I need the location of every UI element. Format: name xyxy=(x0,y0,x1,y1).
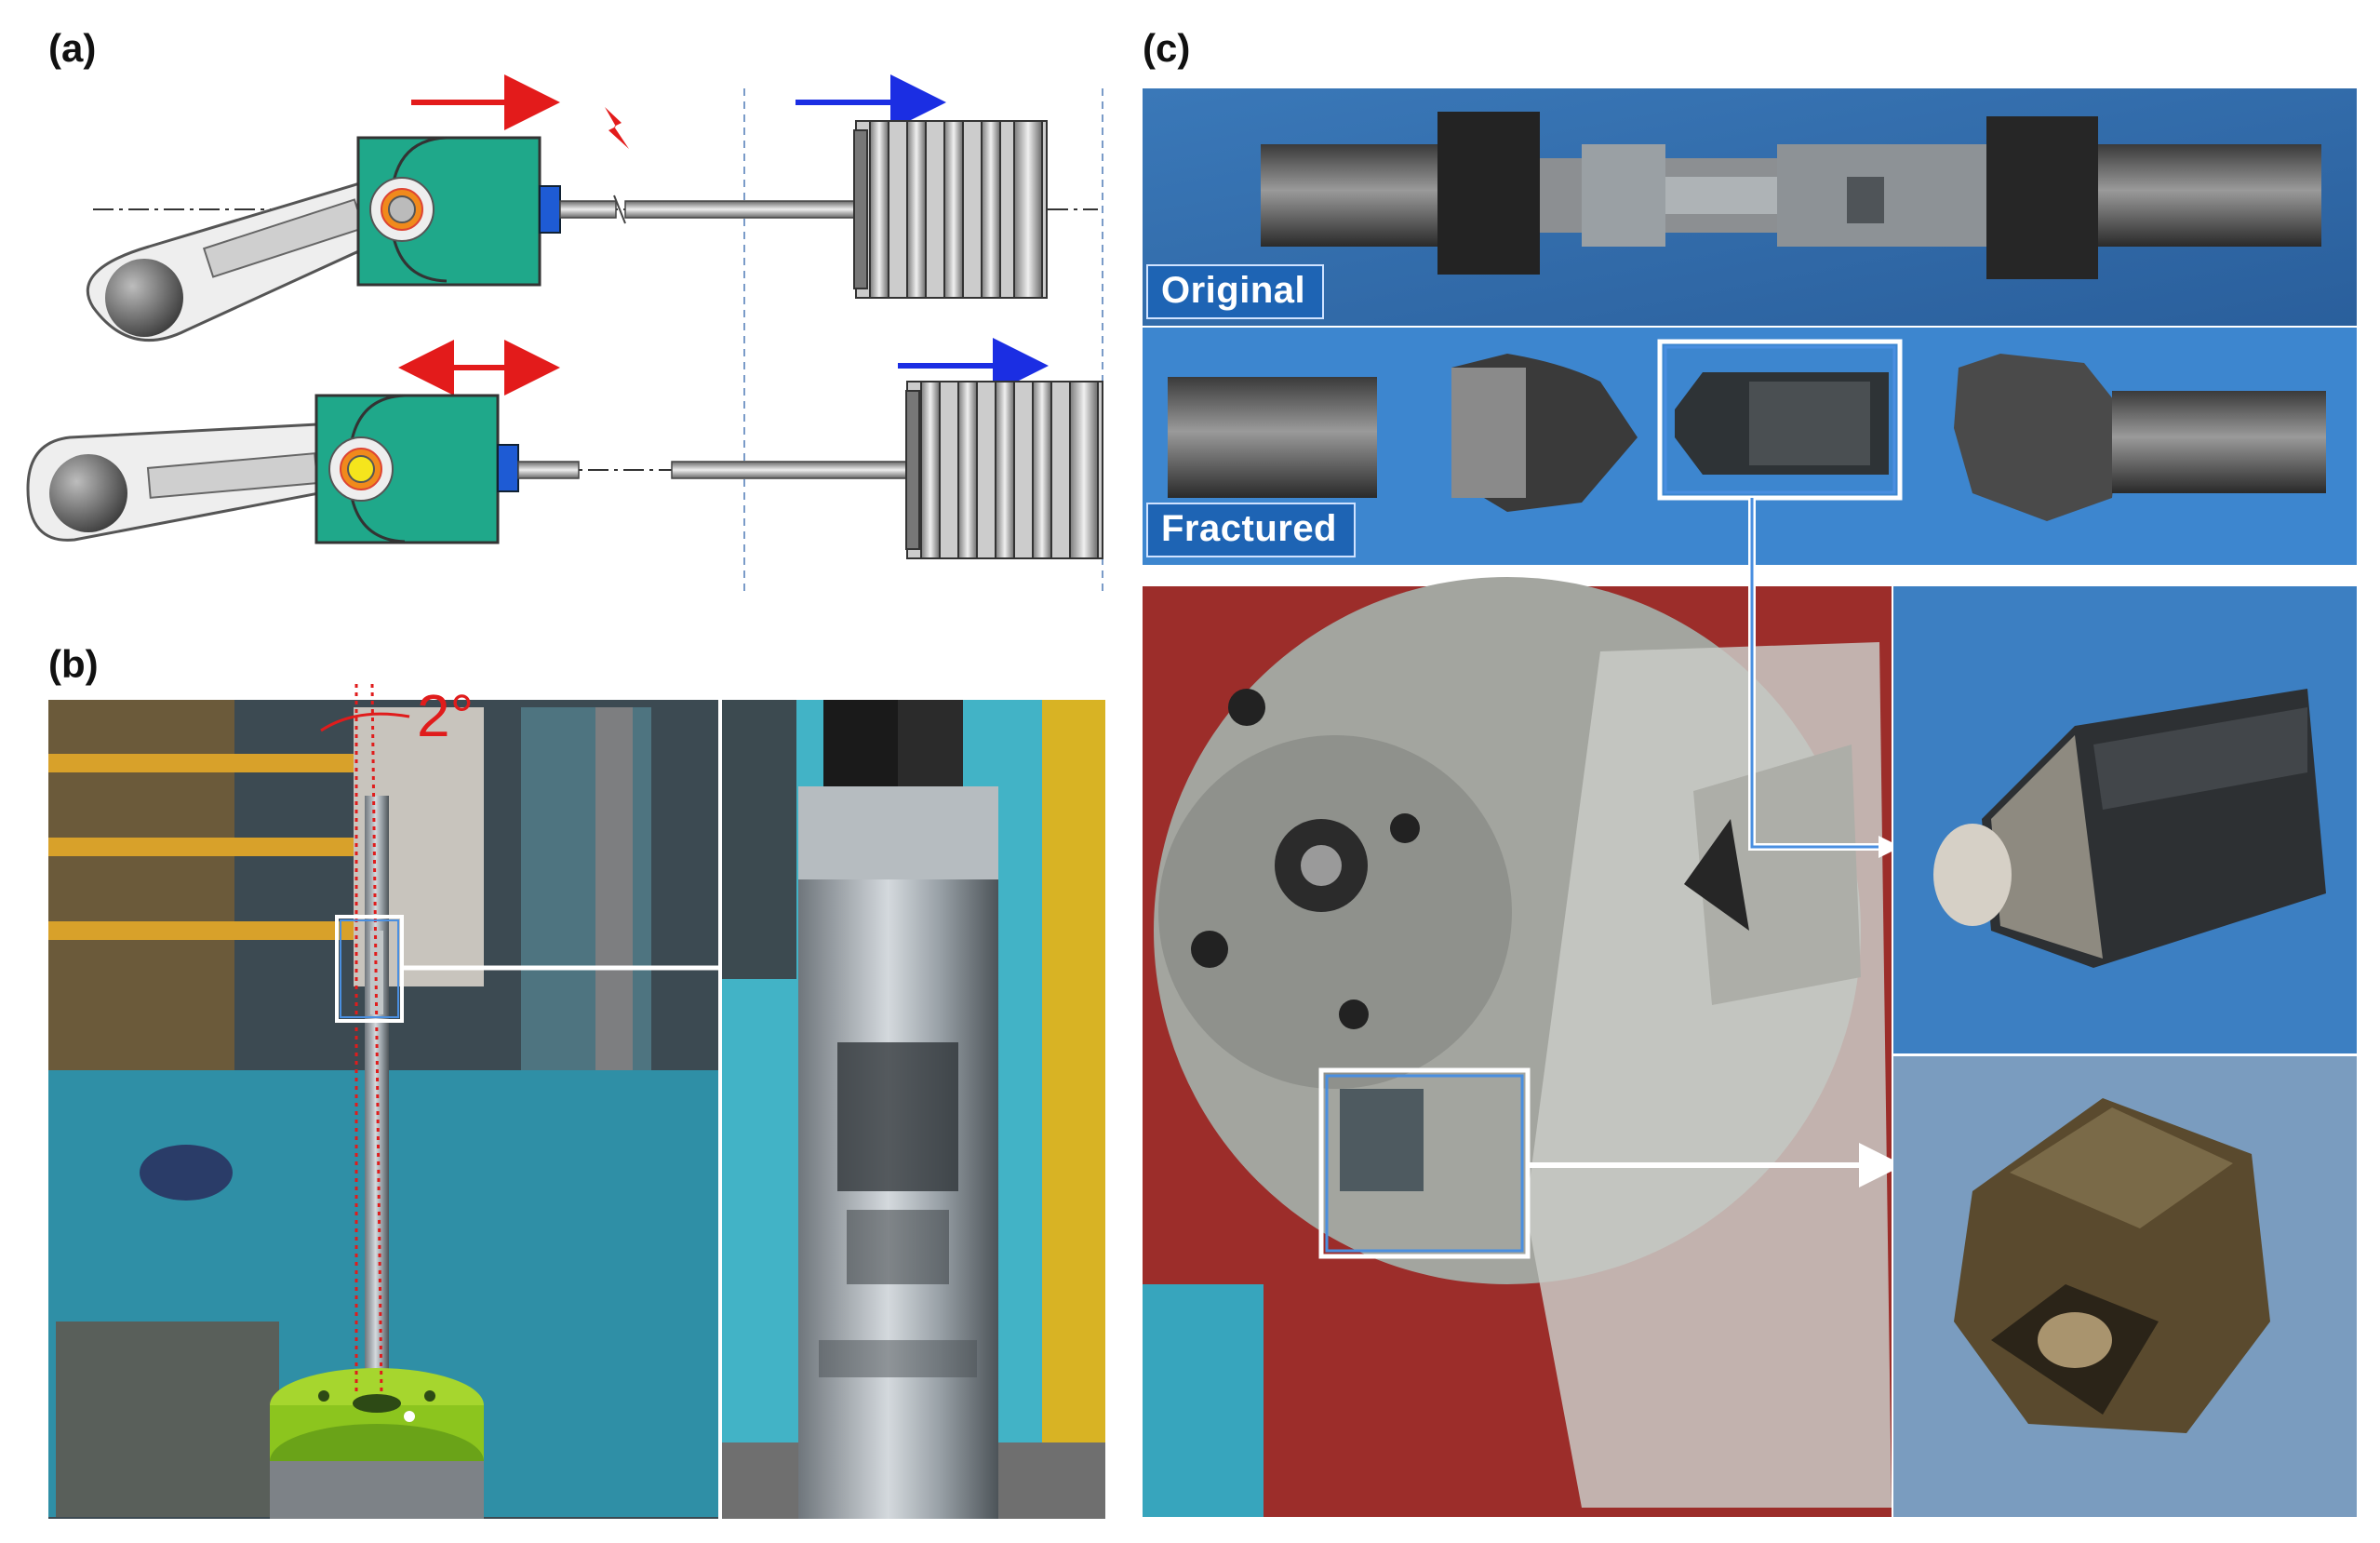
connector-c xyxy=(1748,498,1901,858)
flywheel-discs-top xyxy=(853,120,1048,299)
photo-b-left xyxy=(48,683,794,1519)
fracture-bolt-icon xyxy=(605,107,629,149)
photo-c-original xyxy=(1143,88,2357,326)
fractured-tag: Fractured xyxy=(1146,503,1356,557)
photo-c-zoom-nut xyxy=(1893,1056,2357,1517)
tilt-angle-label: 2° xyxy=(417,682,475,749)
schematic-top xyxy=(87,74,1103,591)
schematic-bottom xyxy=(26,338,1103,559)
panel-a-label: (a) xyxy=(48,26,97,70)
photo-c-machine xyxy=(1143,577,1904,1517)
original-tag: Original xyxy=(1146,264,1325,319)
photo-b-right xyxy=(722,700,1105,1519)
flywheel-discs-bottom xyxy=(905,381,1103,559)
panel-b-label: (b) xyxy=(48,642,99,686)
panel-c-label: (c) xyxy=(1143,26,1191,70)
photo-c-zoom-tip xyxy=(1893,586,2357,1053)
